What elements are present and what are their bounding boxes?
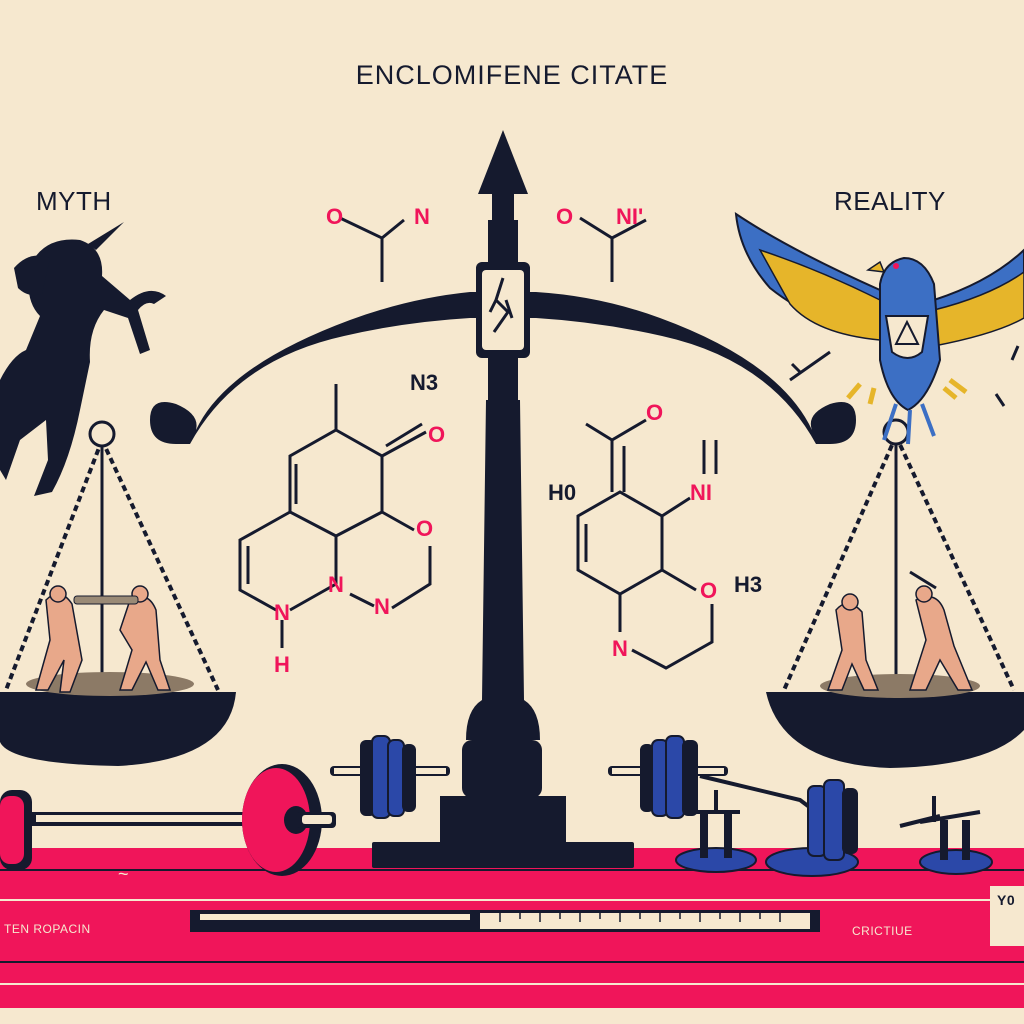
page-title: ENCLOMIFENE CITATE [355, 60, 669, 90]
track-text-right: CRICTIUE [852, 924, 913, 938]
track-squiggle: ~ [118, 864, 129, 884]
scale-emblem [482, 270, 524, 350]
ruler [190, 910, 820, 932]
molecule-right [576, 216, 718, 670]
molecule-left-labels: O N N3 O O N N N H [274, 204, 445, 677]
svg-text:H: H [274, 652, 290, 677]
right-pan [766, 418, 1024, 768]
svg-text:N3: N3 [410, 370, 438, 395]
track-text-left: TEN ROPACIN [4, 922, 91, 936]
barbell-icon [0, 764, 336, 876]
svg-text:N: N [612, 636, 628, 661]
svg-text:NI: NI [690, 480, 712, 505]
dumbbell-icon [608, 735, 728, 819]
eagle-icon [734, 211, 1024, 445]
svg-text:O: O [428, 422, 445, 447]
svg-text:H0: H0 [548, 480, 576, 505]
svg-text:NI': NI' [616, 204, 643, 229]
svg-text:H3: H3 [734, 572, 762, 597]
myth-label: MYTH [36, 186, 112, 216]
dumbbell-icon [330, 735, 450, 819]
svg-text:N: N [374, 594, 390, 619]
svg-text:O: O [326, 204, 343, 229]
unicorn-icon [0, 222, 166, 496]
reality-label: REALITY [834, 186, 946, 216]
svg-text:O: O [416, 516, 433, 541]
svg-text:O: O [700, 578, 717, 603]
svg-text:N: N [274, 600, 290, 625]
emblem-figure-icon [488, 277, 514, 333]
weight-stack-icon [675, 774, 993, 877]
track-edge-text: Y0 [997, 892, 1016, 908]
molecule-left [238, 216, 432, 648]
left-pan [0, 420, 236, 766]
statue-figures-icon [820, 570, 980, 698]
molecule-right-labels: O NI' O H0 NI O H3 N [548, 204, 762, 661]
svg-text:O: O [556, 204, 573, 229]
svg-text:N: N [414, 204, 430, 229]
svg-text:O: O [646, 400, 663, 425]
wrestlers-icon [26, 585, 194, 696]
svg-text:N: N [328, 572, 344, 597]
